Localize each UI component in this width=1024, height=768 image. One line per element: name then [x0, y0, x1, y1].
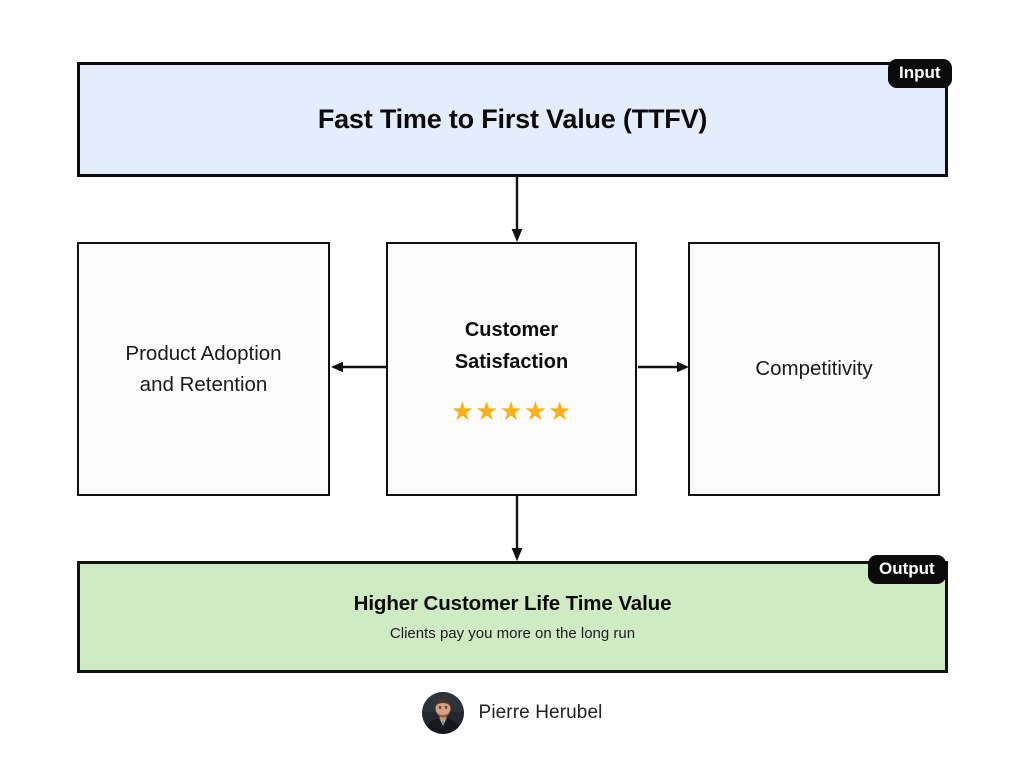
- arrow-satisfaction-to-adoption: [331, 361, 387, 373]
- input-badge: Input: [888, 59, 952, 89]
- customer-satisfaction-label: Customer Satisfaction: [445, 314, 578, 379]
- input-box: Fast Time to First Value (TTFV): [77, 62, 948, 177]
- avatar: [421, 692, 464, 734]
- output-box: Higher Customer Life Time Value Clients …: [77, 561, 948, 673]
- competitivity-label: Competitivity: [755, 357, 873, 381]
- customer-satisfaction-box: Customer Satisfaction ★★★★★: [386, 242, 637, 496]
- arrow-satisfaction-to-competitivity: [638, 361, 689, 373]
- customer-satisfaction-line-2: Satisfaction: [454, 351, 569, 373]
- product-adoption-line-2: and Retention: [139, 373, 268, 396]
- author-credit: Pierre Herubel: [0, 692, 1024, 734]
- output-title: Higher Customer Life Time Value: [353, 592, 672, 615]
- output-badge: Output: [868, 555, 946, 585]
- product-adoption-label: Product Adoption and Retention: [115, 338, 291, 400]
- competitivity-box: Competitivity: [688, 242, 940, 496]
- arrow-input-to-satisfaction: [511, 177, 523, 243]
- product-adoption-line-1: Product Adoption: [125, 341, 282, 365]
- output-subtitle: Clients pay you more on the long run: [389, 625, 636, 642]
- star-rating-icon: ★★★★★: [450, 396, 573, 427]
- customer-satisfaction-line-1: Customer: [464, 318, 559, 341]
- product-adoption-box: Product Adoption and Retention: [77, 242, 330, 496]
- input-title: Fast Time to First Value (TTFV): [317, 104, 708, 134]
- arrow-satisfaction-to-output: [511, 496, 523, 562]
- author-name: Pierre Herubel: [478, 702, 603, 723]
